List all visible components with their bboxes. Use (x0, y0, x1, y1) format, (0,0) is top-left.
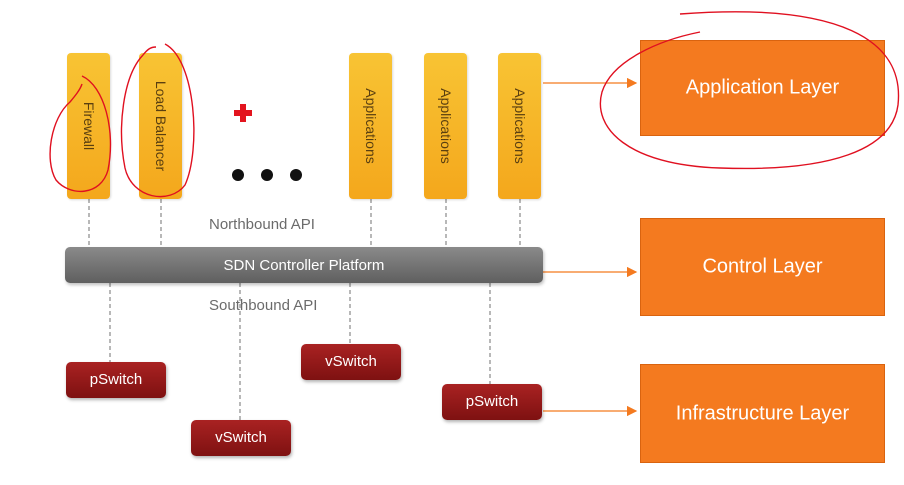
load-balancer-app-box: Load Balancer (139, 53, 182, 199)
southbound-api-label: Southbound API (209, 297, 318, 314)
application-layer-box: Application Layer (640, 40, 885, 136)
infrastructure-layer-label: Infrastructure Layer (675, 402, 850, 424)
firewall-app-box: Firewall (67, 53, 110, 199)
pswitch-box-2: pSwitch (442, 384, 542, 420)
application-label-1: Applications (362, 88, 379, 164)
pswitch-label-2: pSwitch (465, 393, 519, 410)
application-layer-label: Application Layer (685, 76, 840, 99)
vswitch-label-2: vSwitch (215, 429, 267, 446)
controller-label: SDN Controller Platform (223, 257, 385, 274)
vswitch-label-1: vSwitch (325, 353, 377, 370)
infrastructure-layer-box: Infrastructure Layer (640, 364, 885, 463)
firewall-label: Firewall (80, 101, 97, 151)
application-box-1: Applications (349, 53, 392, 199)
pswitch-label-1: pSwitch (89, 371, 143, 388)
vswitch-box-2: vSwitch (191, 420, 291, 456)
application-label-3: Applications (511, 88, 528, 164)
red-plus-icon (234, 104, 252, 122)
application-box-2: Applications (424, 53, 467, 199)
control-layer-box: Control Layer (640, 218, 885, 316)
sdn-controller-platform: SDN Controller Platform (65, 247, 543, 283)
northbound-api-label: Northbound API (209, 216, 315, 233)
pswitch-box-1: pSwitch (66, 362, 166, 398)
ellipsis-dot (290, 169, 302, 181)
control-layer-label: Control Layer (702, 255, 823, 278)
application-label-2: Applications (437, 88, 454, 164)
load-balancer-label: Load Balancer (152, 80, 169, 172)
ellipsis-dot (261, 169, 273, 181)
vswitch-box-1: vSwitch (301, 344, 401, 380)
application-box-3: Applications (498, 53, 541, 199)
ellipsis-dot (232, 169, 244, 181)
